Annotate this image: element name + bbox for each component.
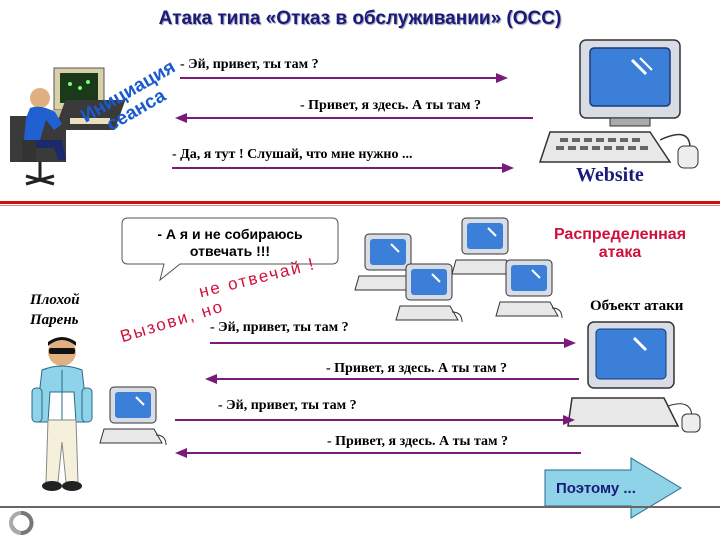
website-label: Website (576, 164, 644, 186)
bottom-message-4: - Привет, я здесь. А ты там ? (327, 434, 509, 449)
target-computer-icon (567, 321, 701, 433)
arrow-right-1 (180, 73, 508, 83)
distributed-label-line2: атака (598, 244, 642, 261)
top-message-2: - Привет, я здесь. А ты там ? (300, 98, 482, 113)
zombie-computer-icon (495, 259, 563, 319)
top-message-3: - Да, я тут ! Слушай, что мне нужно ... (172, 147, 413, 162)
page-title: Атака типа «Отказ в обслуживании» (ОСС) (158, 8, 562, 29)
arrow-left-2 (205, 374, 579, 384)
website-computer-icon (538, 39, 699, 169)
distributed-label-line1: Распределенная (553, 226, 687, 243)
section-separator (0, 201, 720, 204)
footer-line (0, 506, 720, 508)
zombie-computer-icon (99, 386, 167, 446)
top-message-1: - Эй, привет, ты там ? (180, 57, 319, 72)
bottom-message-1: - Эй, привет, ты там ? (210, 320, 349, 335)
arrow-right-4 (175, 415, 575, 425)
next-button-label[interactable]: Поэтому ... (556, 480, 636, 497)
arrow-right-2 (172, 163, 514, 173)
zombie-computer-icon (395, 263, 463, 323)
speech-bubble (121, 217, 339, 282)
bad-guy-icon (31, 337, 93, 491)
zombie-computer-icon (354, 233, 422, 293)
arrow-left-1 (175, 113, 533, 123)
bubble-text-line2: отвечать !!! (189, 243, 271, 259)
user-at-computer-icon (10, 67, 126, 186)
zombie-computer-icon (451, 217, 519, 277)
bubble-text-line1: - А я и не собираюсь (157, 226, 303, 242)
bad-guy-label-line1: Плохой (30, 292, 80, 308)
bottom-message-3: - Эй, привет, ты там ? (218, 398, 357, 413)
bottom-message-2: - Привет, я здесь. А ты там ? (326, 361, 508, 376)
arrow-right-3 (210, 338, 576, 348)
target-label: Объект атаки (590, 298, 684, 314)
bad-guy-label-line2: Парень (30, 312, 79, 328)
footer-logo-icon (9, 511, 34, 535)
arrow-left-3 (175, 448, 581, 458)
